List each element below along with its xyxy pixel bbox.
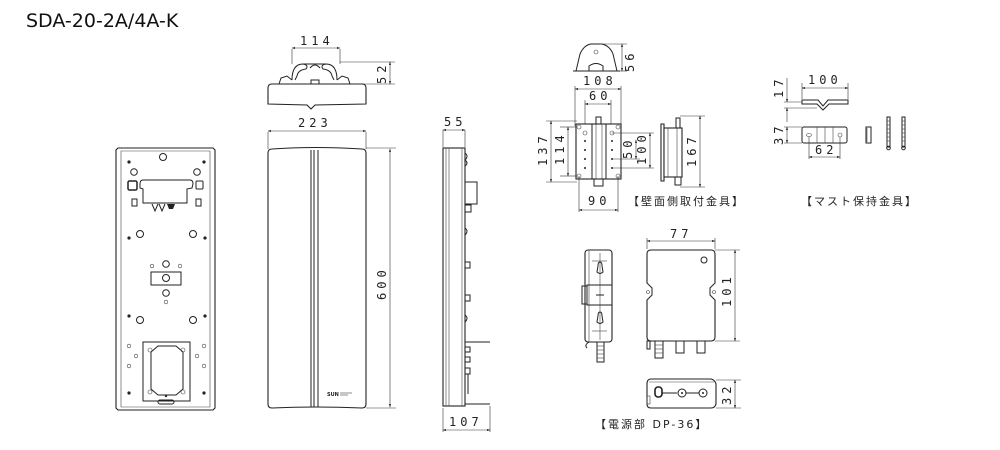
dim-bracket-inner-width: 60 [589,89,611,103]
dim-bracket-bottom-width: 90 [588,194,610,208]
dim-power-depth: 32 [720,383,734,405]
dim-front-width: 223 [298,116,332,130]
power-unit-caption: 【電源部 DP-36】 [595,417,708,431]
dim-bracket-mid-small: 50 [621,137,635,159]
dim-mast-top-width: 100 [808,73,842,87]
front-view: SUN 223 600 [267,116,396,409]
dim-bracket-outer-width: 108 [583,74,617,88]
dim-side-bottom: 107 [449,415,483,429]
top-view: 114 52 [267,34,395,110]
wall-bracket-caption: 【壁面側取付金具】 [628,194,745,208]
dim-power-height: 101 [720,273,734,307]
mast-bracket-caption: 【マスト保持金具】 [801,194,918,208]
dim-mast-top-height: 17 [772,76,786,98]
dim-power-width: 77 [670,227,692,241]
back-view [115,147,216,411]
drawing-title: SDA-20-2A/4A-K [26,10,179,32]
wall-bracket: 56 108 60 137 [536,43,745,212]
brand-logo: SUN [327,392,339,398]
dim-bracket-left-inner: 114 [553,131,567,165]
dim-bracket-top-height: 56 [623,50,637,72]
dim-side-top: 55 [444,115,466,129]
dim-top-width: 114 [300,34,334,48]
dim-bracket-side-height: 167 [685,133,699,167]
dim-bracket-left-outer: 137 [536,132,550,166]
power-unit: 77 101 32 【電源部 DP-36】 [581,227,741,431]
dim-bracket-mid-large: 100 [635,131,649,165]
mast-bracket: 100 17 37 62 【マスト保持金具】 [772,73,918,208]
dim-mast-bottom-height: 37 [772,123,786,145]
dim-top-height: 52 [375,62,389,84]
dim-front-height: 600 [375,266,389,300]
side-view: 55 107 [442,115,491,432]
dim-mast-hole-spacing: 62 [815,143,837,157]
